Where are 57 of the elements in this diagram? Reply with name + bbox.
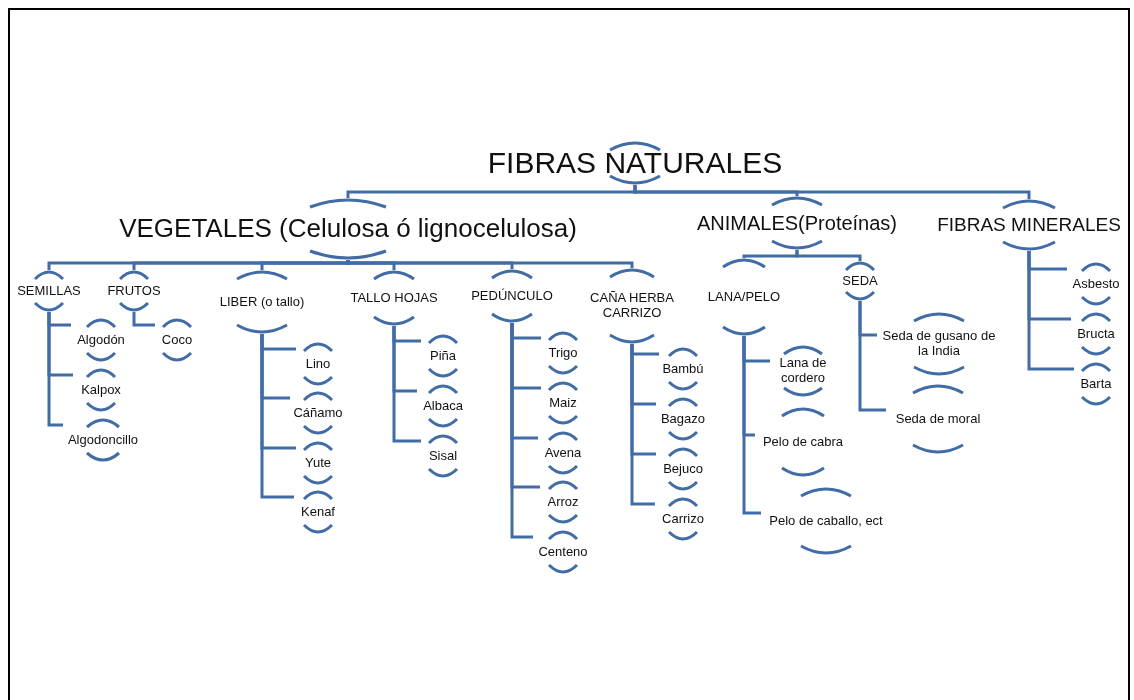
connector-line [630,344,655,506]
node-label: Barta [1080,376,1112,392]
node-label: Arroz [547,494,579,510]
node-label: Cáñamo [293,405,343,421]
connector-line [510,323,533,539]
connector-line [260,334,294,499]
node-label: Pelo de caballo, ect [769,513,883,529]
node-label: Yute [305,455,331,471]
connector-line [260,260,350,270]
node-label: Kenaf [301,504,335,520]
node-label: LIBER (o tallo) [219,294,305,310]
node-label: FRUTOS [107,283,161,299]
connector-line [633,185,1031,199]
node-label: Lino [305,356,331,372]
node-label: ANIMALES(Proteínas) [696,211,898,235]
node-label: Sisal [428,448,458,464]
node-label: Piña [430,348,456,364]
connector-line [132,312,155,327]
node-label: SEDA [842,273,878,289]
connector-line [858,301,886,412]
node-label: Bagazo [660,411,706,427]
node-label: Algodoncillo [67,432,139,448]
connector-line [1027,251,1074,371]
node-label: VEGETALES (Celulosa ó lignocelulosa) [119,214,577,244]
node-label: Lana de cordero [778,356,828,386]
node-label: Carrizo [662,511,704,527]
node-label: TALLO HOJAS [350,290,438,306]
bracket-node [469,269,555,323]
node-label: CAÑA HERBA CARRIZO [589,291,675,321]
node-label: Bructa [1077,326,1115,342]
node-label: SEMILLAS [17,283,81,299]
connector-line [392,326,421,443]
bracket-node [106,270,162,312]
node-label: Bambú [662,361,704,377]
node-label: FIBRAS MINERALES [937,214,1121,236]
node-label: Pelo de cabra [762,434,844,450]
node-label: Centeno [538,544,588,560]
node-label: Maiz [549,395,577,411]
bracket-node [15,270,83,312]
connector-line [795,250,862,261]
node-label: Albaca [423,398,463,414]
node-label: LANA/PELO [707,289,781,305]
node-label: Kalpox [81,382,121,398]
bracket-node [348,270,440,326]
node-label: Asbesto [1072,276,1120,292]
node-label: Algodón [77,332,125,348]
node-label: PEDÚNCULO [471,288,553,304]
node-label: Avena [544,445,582,461]
node-label: Seda de gusano de la India [881,329,997,359]
node-label: Coco [161,332,193,348]
connector-line [47,312,63,427]
node-label: Seda de moral [895,411,981,427]
node-label: Bejuco [663,461,703,477]
connector-line [346,259,634,268]
node-label: FIBRAS NATURALES [487,145,783,181]
connector-line [742,336,761,515]
node-label: Trigo [548,345,578,361]
